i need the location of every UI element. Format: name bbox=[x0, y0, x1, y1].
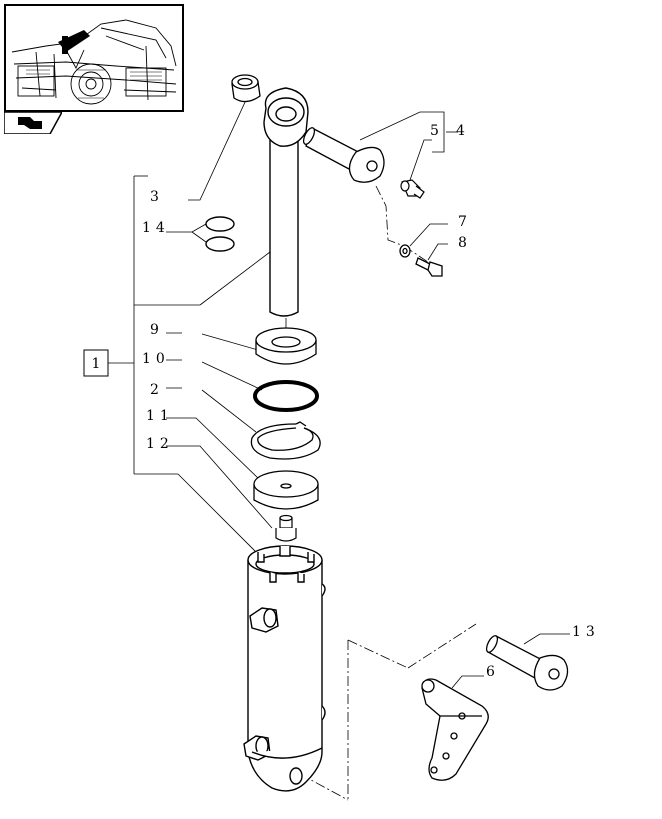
part-3-seal[interactable] bbox=[231, 74, 261, 103]
previous-page-arrow-icon bbox=[3, 111, 64, 135]
tractor-location-icon bbox=[11, 19, 177, 105]
callout-2: 2 bbox=[150, 382, 164, 398]
previous-page-button[interactable] bbox=[3, 111, 64, 135]
callout-7: 7 bbox=[458, 214, 472, 230]
part-2-circlip[interactable] bbox=[250, 421, 321, 460]
callout-1: 1 bbox=[92, 356, 101, 372]
part-11-piston[interactable] bbox=[253, 470, 319, 510]
part-8-bolt[interactable] bbox=[415, 257, 443, 277]
callout-5: 5 bbox=[430, 123, 444, 139]
location-thumbnail[interactable] bbox=[4, 4, 184, 112]
part-7-washer[interactable] bbox=[399, 244, 411, 258]
callouts: 1 2 3 4 5 6 7 8 9 10 11 12 13 14 bbox=[92, 123, 600, 680]
part-4-pin[interactable] bbox=[301, 126, 385, 183]
callout-6: 6 bbox=[486, 664, 500, 680]
leader-lines bbox=[108, 99, 570, 689]
callout-3: 3 bbox=[150, 189, 164, 205]
callout-11: 11 bbox=[146, 408, 174, 424]
callout-8: 8 bbox=[458, 235, 472, 251]
part-14-snap-rings[interactable] bbox=[205, 216, 235, 252]
part-12-fitting[interactable] bbox=[275, 514, 297, 542]
callout-9: 9 bbox=[150, 322, 164, 338]
callout-4: 4 bbox=[456, 123, 470, 139]
part-5-grease-nipple[interactable] bbox=[400, 179, 425, 199]
callout-12: 12 bbox=[146, 436, 174, 452]
callout-14: 14 bbox=[142, 220, 170, 236]
callout-box-1 bbox=[83, 349, 109, 377]
part-13-pin[interactable] bbox=[484, 634, 569, 691]
callout-13: 13 bbox=[572, 624, 600, 640]
part-6-bracket[interactable] bbox=[421, 678, 489, 781]
cylinder-barrel[interactable] bbox=[243, 545, 326, 792]
piston-rod[interactable] bbox=[263, 87, 309, 317]
callout-10: 10 bbox=[142, 351, 170, 367]
part-10-o-ring[interactable] bbox=[253, 380, 319, 412]
part-9-guide[interactable] bbox=[255, 327, 317, 365]
